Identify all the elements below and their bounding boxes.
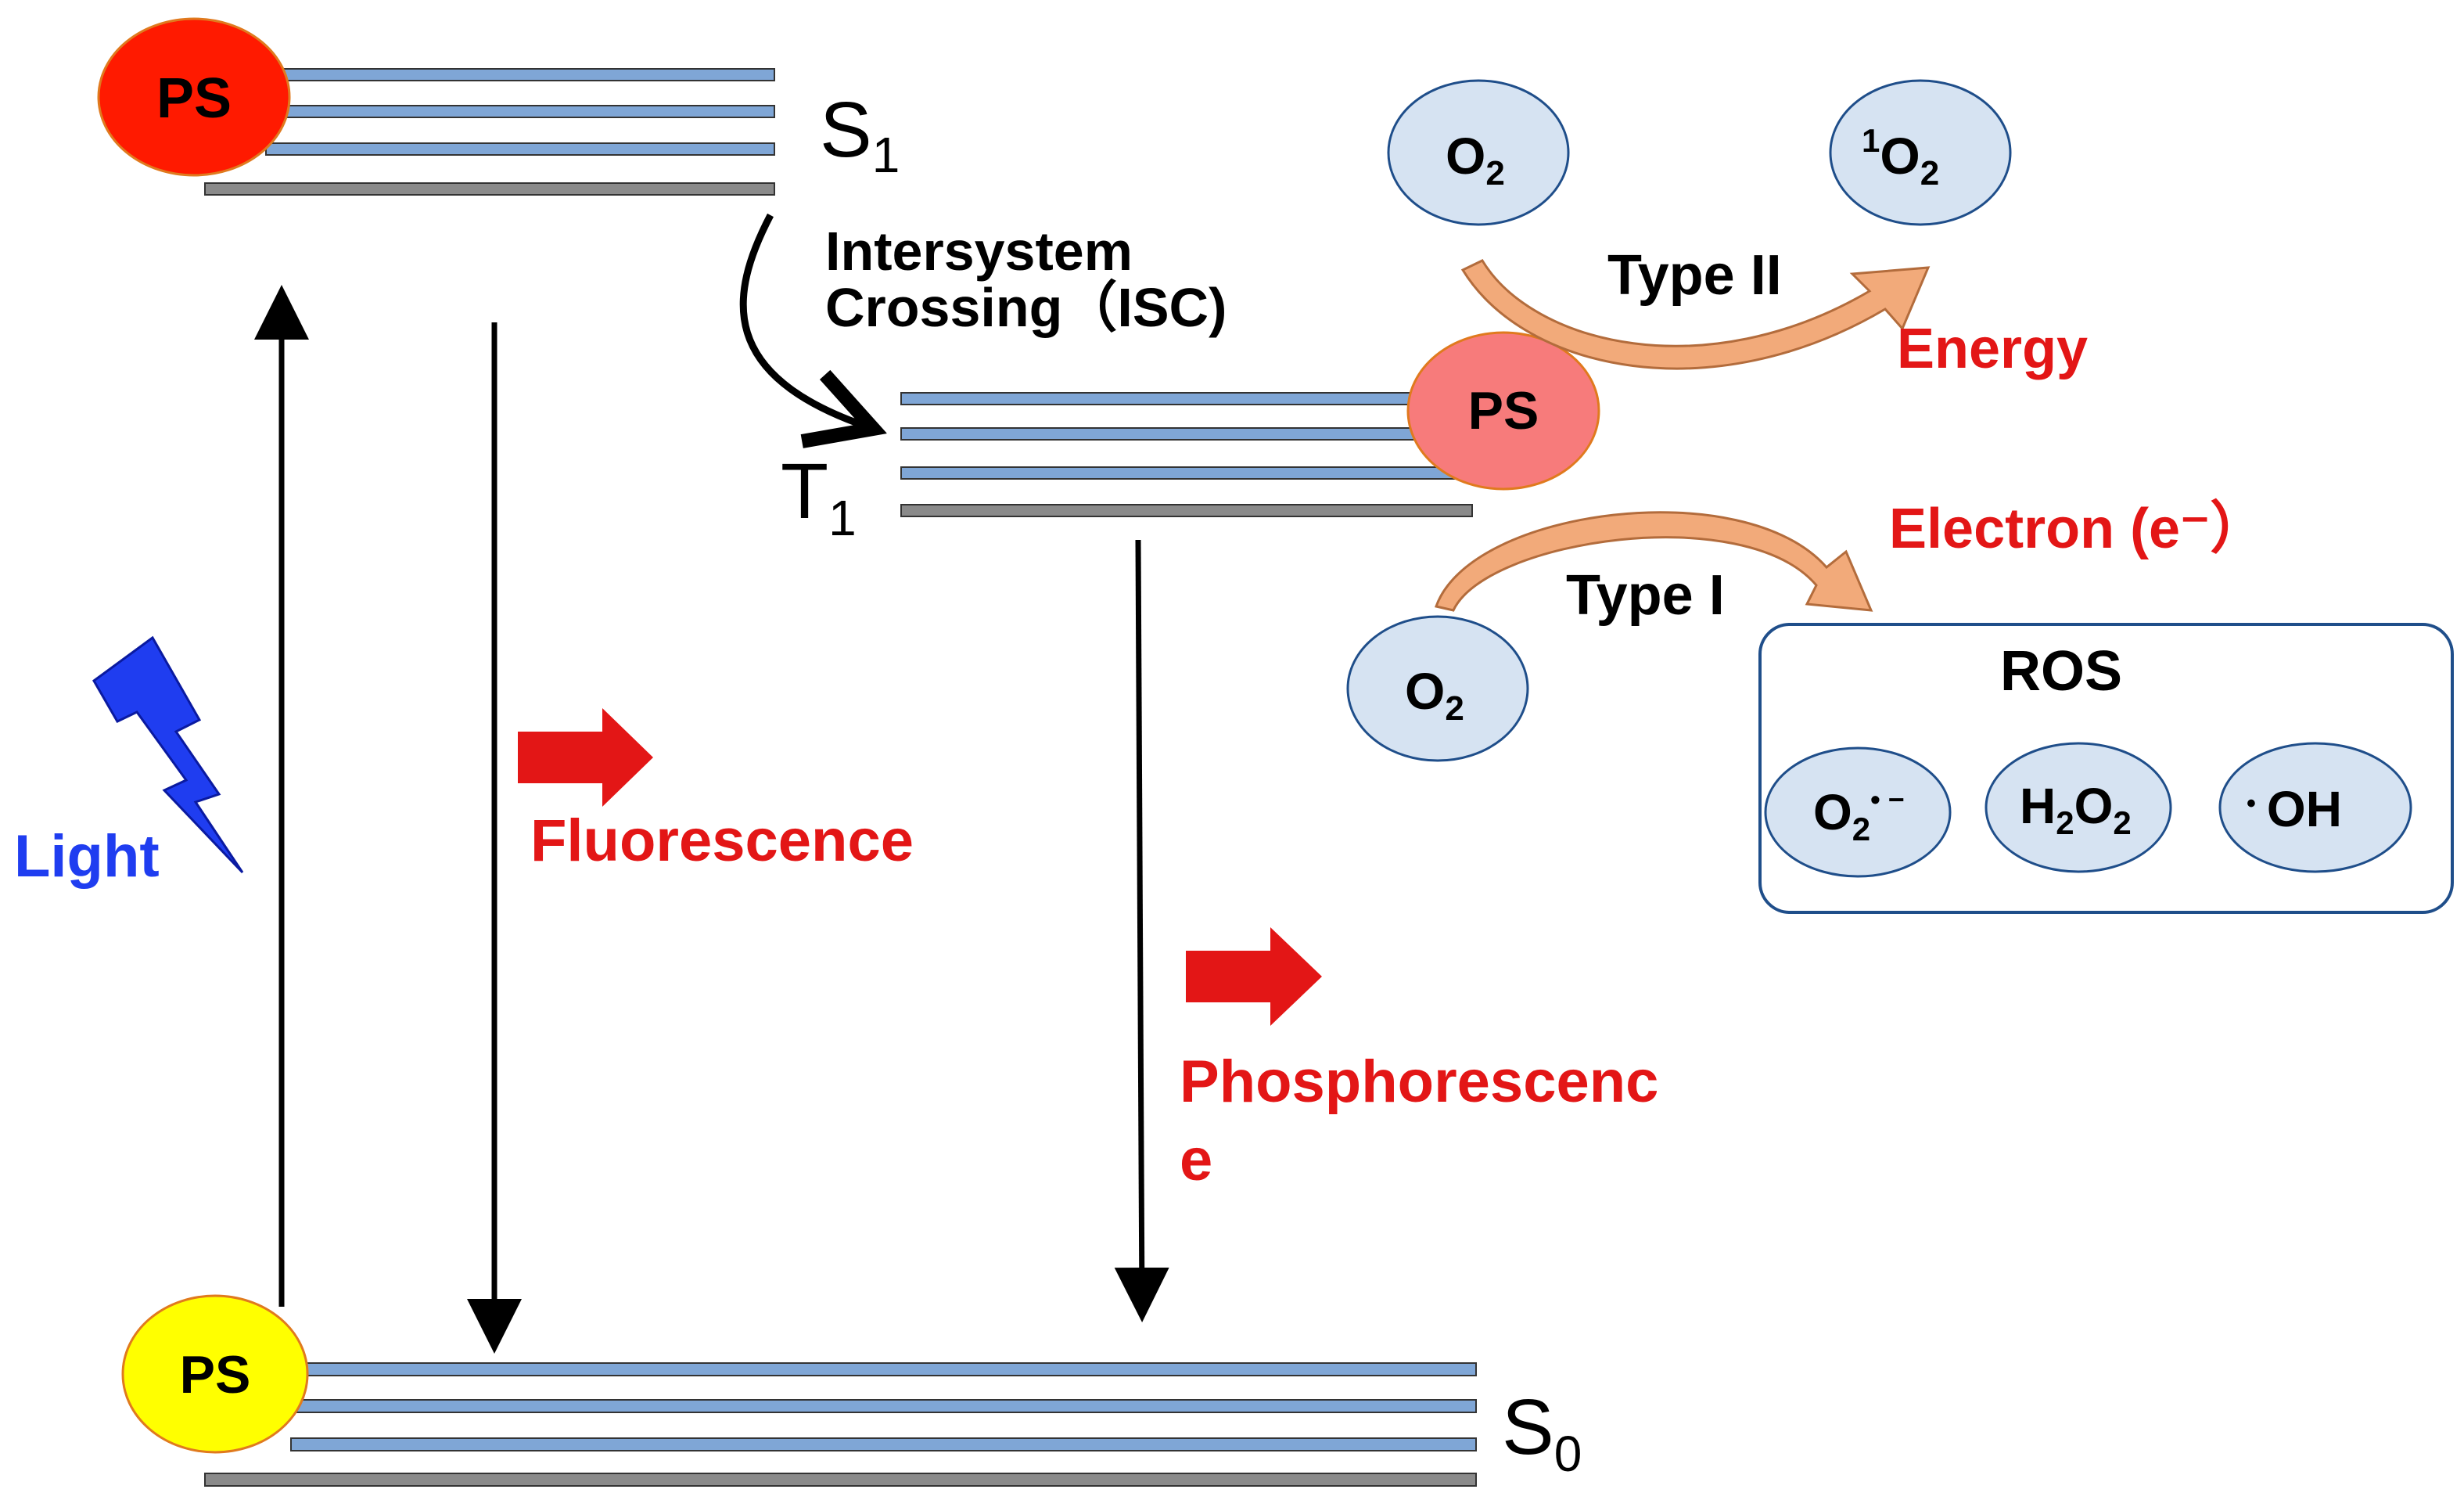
t1-level-3 (900, 466, 1473, 480)
peroxide-label: H2O2 (2020, 778, 2132, 841)
oxygen-type2-circle (1387, 79, 1570, 226)
fluorescence-label: Fluorescence (530, 808, 914, 874)
t1-levels (900, 392, 1473, 517)
singlet-oxygen-label: 1O2 (1862, 122, 1939, 192)
singlet-oxygen-circle (1829, 79, 2012, 226)
electron-label: Electron (e⁻） (1889, 498, 2266, 560)
oxygen-type2-label: O2 (1446, 127, 1505, 192)
isc-arrow (739, 213, 867, 426)
ros-box: ROS O2• − H2O2 •OH (1758, 623, 2454, 914)
energy-label: Energy (1897, 318, 2088, 380)
type1-label: Type I (1566, 564, 1725, 627)
ros-title: ROS (2000, 640, 2122, 703)
s1-levels (204, 68, 775, 196)
oxygen-type1: O2 (1346, 615, 1529, 762)
oxygen-type1-label: O2 (1405, 662, 1464, 728)
phosphorescence-label: Phosphorescenc e (1180, 1049, 1676, 1193)
ps-s1-circle (97, 17, 291, 177)
ps-s1: PS (97, 17, 291, 177)
ps-s0-label: PS (180, 1345, 251, 1405)
s1-state-label: S1 (820, 86, 900, 183)
ps-t1-circle (1406, 331, 1600, 491)
fluorescence-red-arrow-icon (518, 708, 653, 807)
t1-state-label: T1 (781, 448, 857, 546)
isc-label: Intersystem Crossing（ISC) (825, 221, 1227, 338)
oxygen-type1-circle (1346, 615, 1529, 762)
t1-level-1 (900, 392, 1473, 405)
type2-label: Type II (1607, 244, 1782, 307)
lightning-bolt-icon (92, 635, 244, 874)
s1-level-1 (265, 68, 775, 81)
s1-level-2 (265, 105, 775, 118)
type1-curved-arrow (1435, 511, 1873, 612)
s0-levels (204, 1362, 1477, 1487)
oxygen-type2: O2 (1387, 79, 1570, 226)
s0-level-3 (290, 1437, 1477, 1451)
superoxide-label: O2• − (1813, 783, 1905, 847)
ps-t1-label: PS (1468, 381, 1539, 441)
s0-level-2 (290, 1399, 1477, 1413)
light-label: Light (14, 823, 160, 890)
ps-s1-label: PS (156, 67, 232, 130)
s0-level-ground (204, 1473, 1477, 1487)
superoxide-circle (1764, 746, 1952, 878)
phosphorescence-red-arrow-icon (1186, 927, 1322, 1026)
hydroxyl-label: •OH (2247, 781, 2342, 837)
peroxide-circle (1984, 742, 2172, 873)
singlet-oxygen: 1O2 (1829, 79, 2012, 226)
phosphorescence-arrow (1114, 539, 1169, 1322)
s0-level-1 (290, 1362, 1477, 1376)
t1-level-ground (900, 504, 1473, 517)
ps-s0: PS (121, 1294, 309, 1454)
ps-s0-circle (121, 1294, 309, 1454)
ps-t1: PS (1406, 331, 1600, 491)
s0-state-label: S0 (1502, 1383, 1582, 1482)
s1-level-ground (204, 182, 775, 196)
s1-level-3 (265, 142, 775, 156)
t1-level-2 (900, 427, 1473, 441)
hydroxyl-circle (2218, 742, 2412, 873)
type2-curved-arrow (1460, 259, 1931, 370)
